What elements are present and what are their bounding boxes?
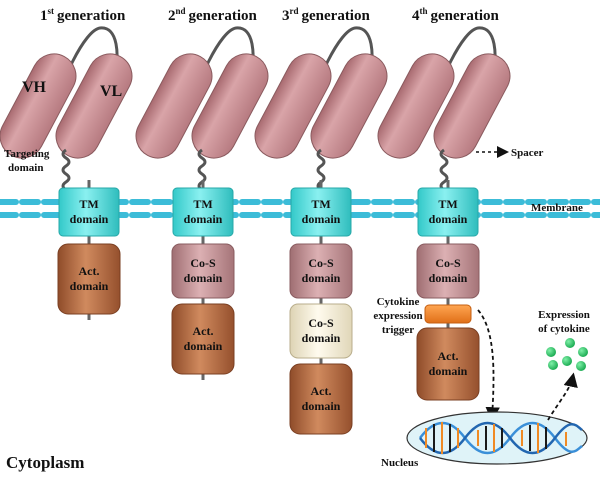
- gen2-act-domain: [171, 303, 235, 375]
- svg-text:domain: domain: [429, 364, 468, 378]
- targeting-label-line2: domain: [8, 162, 43, 174]
- gen1-tm-domain: [58, 187, 120, 237]
- gen4-tm-domain: [417, 187, 479, 237]
- svg-text:Act.: Act.: [311, 384, 332, 398]
- svg-text:Co-S: Co-S: [308, 316, 334, 330]
- vh-label: VH: [22, 79, 47, 96]
- trigger-label-line3: trigger: [382, 324, 414, 336]
- spacer-label: Spacer: [511, 147, 544, 159]
- membrane-label: Membrane: [531, 202, 583, 214]
- gen3-construct: TM domain Co-S domain Co-S domain Act. d…: [289, 187, 353, 435]
- gen4-cytokine-trigger: [424, 304, 472, 324]
- svg-text:domain: domain: [429, 271, 468, 285]
- trigger-label-line2: expression: [373, 310, 422, 322]
- nucleus-to-cytokine-arrow: [547, 372, 578, 421]
- svg-text:domain: domain: [302, 271, 341, 285]
- svg-text:Act.: Act.: [438, 349, 459, 363]
- cytoplasm-label: Cytoplasm: [6, 453, 84, 472]
- gen1-act-domain: [57, 243, 121, 315]
- gen3-tm-domain: [290, 187, 352, 237]
- svg-text:TM: TM: [311, 197, 330, 211]
- svg-text:domain: domain: [184, 212, 223, 226]
- svg-text:Act.: Act.: [193, 324, 214, 338]
- svg-text:TM: TM: [79, 197, 98, 211]
- expression-label-line2: of cytokine: [538, 323, 590, 335]
- svg-text:domain: domain: [302, 399, 341, 413]
- gen2-construct: TM domain Co-S domain Act. domain: [171, 187, 235, 375]
- svg-text:Co-S: Co-S: [190, 256, 216, 270]
- svg-text:Act.: Act.: [79, 264, 100, 278]
- svg-text:domain: domain: [302, 212, 341, 226]
- expression-label-line1: Expression: [538, 309, 590, 321]
- svg-text:Co-S: Co-S: [308, 256, 334, 270]
- vl-label: VL: [100, 83, 122, 100]
- trigger-to-nucleus-arrow: [477, 309, 500, 422]
- svg-text:domain: domain: [184, 271, 223, 285]
- gen2-tm-domain: [172, 187, 234, 237]
- svg-text:domain: domain: [184, 339, 223, 353]
- gen4-act-domain: [416, 327, 480, 401]
- svg-text:TM: TM: [193, 197, 212, 211]
- svg-text:domain: domain: [302, 331, 341, 345]
- gen3-cos-domain-1: [289, 243, 353, 299]
- nucleus-label: Nucleus: [381, 457, 419, 469]
- targeting-label-line1: Targeting: [4, 148, 50, 160]
- gen4-construct: TM domain Co-S domain Act. domain: [416, 187, 480, 401]
- svg-text:domain: domain: [429, 212, 468, 226]
- gen2-cos-domain: [171, 243, 235, 299]
- cytokine-dots: [546, 338, 588, 371]
- dna-helix: [419, 421, 583, 455]
- trigger-label-line1: Cytokine: [377, 296, 420, 308]
- svg-text:TM: TM: [438, 197, 457, 211]
- gen3-act-domain: [289, 363, 353, 435]
- svg-text:domain: domain: [70, 212, 109, 226]
- gen3-cos-domain-2: [289, 303, 353, 359]
- gen1-construct: TM domain Act. domain: [57, 187, 121, 315]
- gen4-cos-domain: [416, 243, 480, 299]
- svg-text:domain: domain: [70, 279, 109, 293]
- svg-text:Co-S: Co-S: [435, 256, 461, 270]
